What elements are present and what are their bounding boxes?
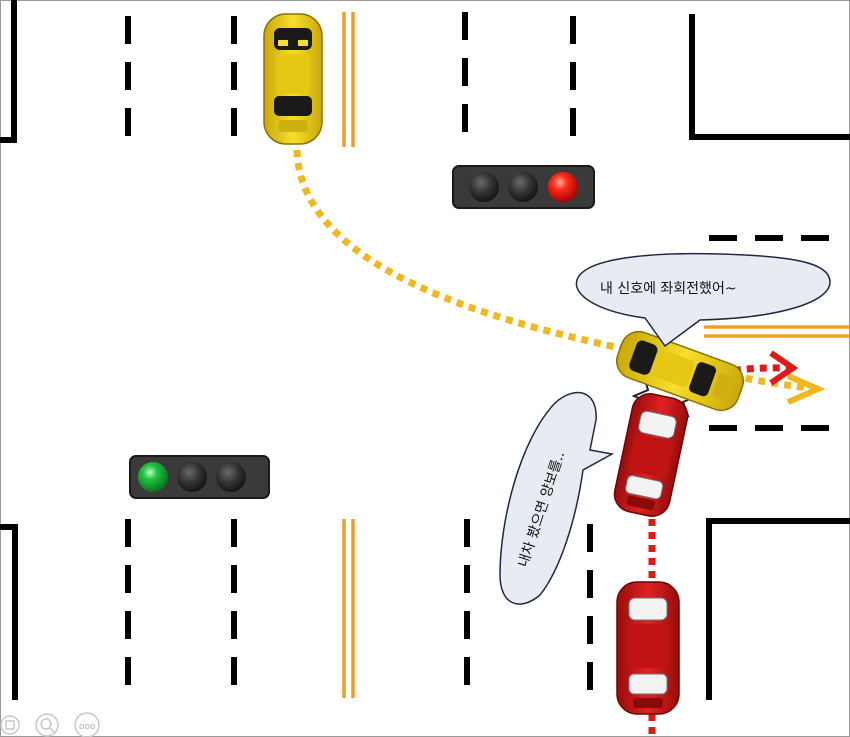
image-icon[interactable]	[0, 715, 20, 735]
viewer-toolbar: ooo	[0, 712, 100, 737]
speech-text-yellow-car: 내 신호에 좌회전했어~	[600, 281, 737, 297]
center-lines	[342, 12, 850, 698]
signal-lamp-off	[216, 462, 246, 492]
yellow-arrow-head	[786, 373, 826, 405]
traffic-light-top	[452, 165, 595, 209]
curbs	[0, 0, 850, 700]
more-icon[interactable]: ooo	[74, 712, 100, 737]
signal-lamp-off	[469, 172, 499, 202]
signal-lamp-red	[548, 172, 578, 202]
signal-lamp-green	[138, 462, 168, 492]
speech-bubble-yellow-car: 내 신호에 좌회전했어~	[575, 252, 831, 348]
more-label: ooo	[79, 722, 96, 732]
signal-lamp-off	[508, 172, 538, 202]
speech-bubble-red-car: 내차 봤으면 양보를..	[499, 391, 615, 605]
yellow-car-path	[293, 149, 819, 393]
yellow-car-top	[263, 13, 323, 145]
traffic-light-bottom	[129, 455, 270, 499]
lane-markings	[125, 12, 835, 700]
red-car-bottom	[616, 581, 680, 715]
red-car-crashed	[613, 393, 689, 517]
red-arrow-head	[769, 350, 799, 386]
zoom-icon[interactable]	[35, 713, 59, 737]
red-car-path	[648, 364, 791, 734]
yellow-car-crashed	[615, 330, 745, 412]
signal-lamp-off	[177, 462, 207, 492]
